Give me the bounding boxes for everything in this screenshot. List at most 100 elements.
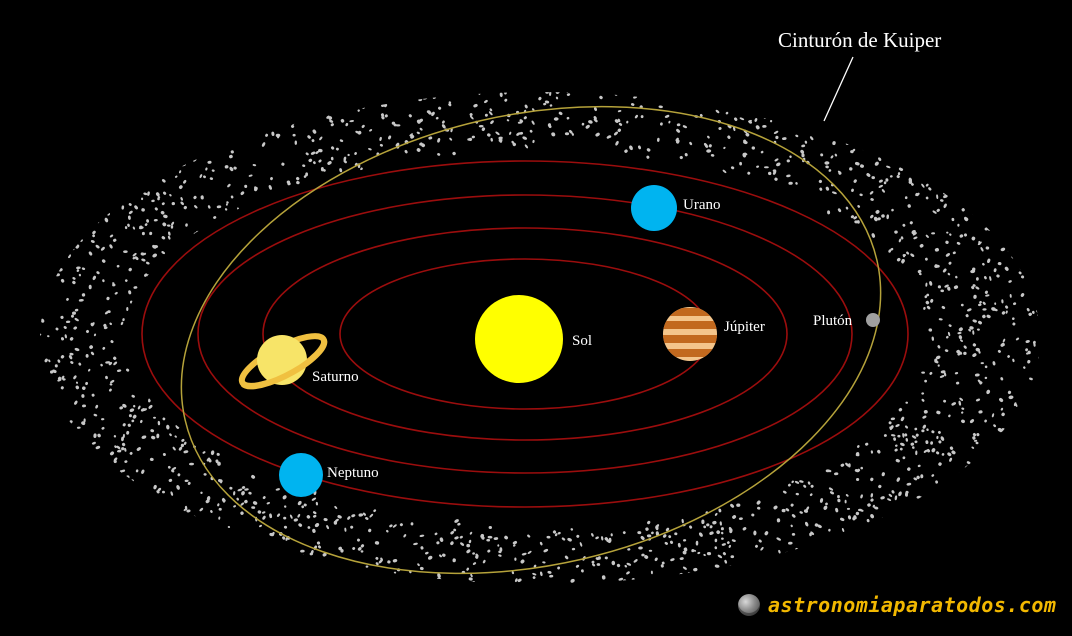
- kuiper-dot: [230, 150, 234, 154]
- kuiper-dot: [901, 259, 905, 263]
- kuiper-dot: [53, 260, 58, 264]
- kuiper-dot: [90, 240, 95, 243]
- kuiper-dot: [782, 490, 787, 494]
- kuiper-dot: [997, 261, 1002, 266]
- kuiper-dot: [931, 474, 935, 477]
- kuiper-dot: [924, 379, 927, 383]
- kuiper-dot: [1027, 359, 1031, 364]
- kuiper-dot: [859, 193, 863, 197]
- kuiper-dot: [544, 100, 550, 104]
- kuiper-dot: [676, 123, 681, 127]
- kuiper-dot: [197, 239, 202, 242]
- kuiper-dot: [905, 425, 908, 429]
- kuiper-dot: [457, 522, 461, 526]
- kuiper-dot: [408, 114, 412, 118]
- kuiper-dot: [119, 406, 124, 410]
- kuiper-dot: [978, 350, 981, 354]
- kuiper-dot: [452, 151, 456, 156]
- kuiper-dot: [585, 124, 590, 129]
- kuiper-dot: [823, 505, 828, 510]
- kuiper-dot: [413, 542, 418, 546]
- kuiper-dot: [961, 208, 965, 212]
- kuiper-dot: [564, 132, 570, 136]
- kuiper-dot: [301, 505, 305, 509]
- kuiper-dot: [613, 131, 619, 136]
- kuiper-dot: [757, 110, 761, 113]
- kuiper-dot: [776, 557, 781, 560]
- kuiper-dot: [898, 491, 902, 497]
- kuiper-dot: [682, 550, 686, 555]
- kuiper-dot: [99, 461, 103, 464]
- kuiper-dot: [1015, 337, 1020, 341]
- kuiper-dot: [192, 426, 196, 431]
- kuiper-dot: [220, 222, 225, 227]
- kuiper-dot: [320, 167, 324, 172]
- label-jupiter: Júpiter: [724, 319, 765, 335]
- kuiper-dot: [660, 564, 664, 568]
- kuiper-dot: [880, 496, 885, 500]
- kuiper-dot: [319, 136, 323, 141]
- kuiper-dot: [566, 116, 570, 120]
- kuiper-dot: [972, 319, 977, 323]
- kuiper-dot: [88, 251, 93, 256]
- kuiper-dot: [409, 578, 414, 583]
- kuiper-dot: [579, 542, 583, 547]
- kuiper-dot: [399, 523, 403, 527]
- kuiper-dot: [753, 530, 757, 536]
- kuiper-dot: [47, 335, 50, 338]
- kuiper-dot: [974, 373, 980, 377]
- kuiper-dot: [911, 446, 915, 449]
- kuiper-dot: [163, 214, 168, 219]
- kuiper-dot: [81, 293, 86, 297]
- kuiper-dot: [360, 544, 365, 548]
- kuiper-dot: [942, 268, 947, 273]
- kuiper-dot: [168, 231, 171, 236]
- kuiper-dot: [409, 133, 414, 137]
- kuiper-dot: [437, 573, 441, 579]
- kuiper-dot: [1001, 412, 1005, 417]
- kuiper-dot: [851, 188, 854, 192]
- kuiper-dot: [417, 563, 420, 567]
- kuiper-dot: [611, 560, 616, 566]
- kuiper-dot: [940, 199, 944, 202]
- kuiper-dot: [960, 303, 964, 307]
- kuiper-dot: [226, 201, 229, 204]
- kuiper-dot: [618, 577, 624, 581]
- kuiper-dot: [504, 535, 508, 540]
- kuiper-dot: [410, 134, 415, 139]
- kuiper-dot: [140, 419, 143, 424]
- kuiper-dot: [946, 231, 949, 234]
- kuiper-dot: [984, 376, 988, 380]
- kuiper-dot: [343, 159, 347, 164]
- kuiper-dot: [373, 509, 377, 513]
- kuiper-dot: [168, 478, 173, 482]
- kuiper-dot: [668, 575, 673, 581]
- kuiper-dot: [468, 137, 473, 142]
- kuiper-dot: [1027, 278, 1031, 283]
- kuiper-dot: [109, 244, 113, 249]
- kuiper-dot: [344, 527, 347, 532]
- kuiper-dot: [873, 216, 878, 222]
- kuiper-dot: [902, 456, 906, 460]
- kuiper-dot: [431, 111, 435, 117]
- kuiper-dot: [297, 513, 301, 518]
- kuiper-dot: [972, 284, 976, 287]
- kuiper-dot: [896, 477, 901, 482]
- kuiper-dot: [985, 246, 990, 250]
- kuiper-dot: [975, 286, 980, 290]
- label-pluto: Plutón: [813, 313, 853, 329]
- kuiper-dot: [712, 520, 717, 525]
- kuiper-dot: [524, 144, 528, 149]
- kuiper-dot: [606, 135, 611, 139]
- kuiper-dot: [76, 426, 81, 429]
- kuiper-dot: [570, 578, 575, 583]
- kuiper-dot: [551, 132, 556, 137]
- kuiper-dot: [914, 440, 918, 444]
- kuiper-dot: [504, 98, 508, 102]
- kuiper-dot: [947, 331, 951, 337]
- kuiper-dot: [683, 547, 688, 552]
- kuiper-dot: [754, 118, 758, 122]
- kuiper-dot: [743, 139, 747, 143]
- kuiper-dot: [186, 509, 191, 513]
- kuiper-dot: [1046, 320, 1051, 324]
